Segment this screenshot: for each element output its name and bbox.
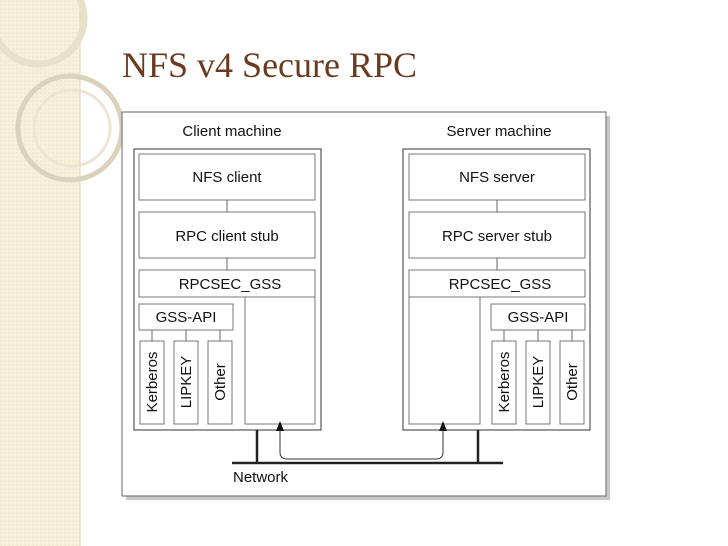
client-lipkey-box (173, 340, 199, 425)
rpc-client-stub-label: RPC client stub (175, 228, 278, 245)
rpc-client-stub-box (138, 211, 316, 259)
nfs-server-label: NFS server (459, 169, 535, 186)
client-arrowhead (276, 421, 284, 431)
server-other-box (559, 340, 585, 425)
server-rpcsec-gss-label: RPCSEC_GSS (449, 276, 552, 293)
server-machine-label: Server machine (446, 123, 551, 140)
server-other-label: Other (564, 363, 581, 401)
client-rpcsec-gss-extension (244, 296, 316, 425)
server-kerberos-box (491, 340, 517, 425)
server-gss-api-label: GSS-API (508, 309, 569, 326)
client-machine: NFS client RPC client stub RPCSEC_GSS GS… (133, 148, 322, 431)
server-rpcsec-gss-box (408, 269, 586, 298)
network-label: Network (233, 469, 289, 486)
server-arrowhead (439, 421, 447, 431)
server-lipkey-label: LIPKEY (530, 356, 547, 409)
rpc-server-stub-box (408, 211, 586, 259)
server-lipkey-box (525, 340, 551, 425)
decorative-ring-top (0, 0, 88, 68)
slide-title: NFS v4 Secure RPC (122, 45, 418, 85)
client-gss-api-box (138, 303, 234, 331)
nfs-client-label: NFS client (192, 169, 262, 186)
server-gss-api-box (490, 303, 586, 331)
decorative-ring-inner (32, 88, 112, 168)
rpc-message-path (279, 428, 444, 460)
client-rpcsec-gss-label: RPCSEC_GSS (179, 276, 282, 293)
client-other-box (207, 340, 233, 425)
network: Network (232, 421, 503, 486)
server-machine: NFS server RPC server stub RPCSEC_GSS GS… (402, 148, 591, 431)
client-kerberos-label: Kerberos (144, 352, 161, 413)
client-rpcsec-gss-box (138, 269, 316, 298)
client-kerberos-box (139, 340, 165, 425)
client-machine-label: Client machine (182, 123, 281, 140)
client-other-label: Other (212, 363, 229, 401)
nfs-server-box (408, 153, 586, 201)
client-gss-api-label: GSS-API (156, 309, 217, 326)
server-kerberos-label: Kerberos (496, 352, 513, 413)
server-rpcsec-gss-extension (408, 296, 481, 425)
client-lipkey-label: LIPKEY (178, 356, 195, 409)
rpc-server-stub-label: RPC server stub (442, 228, 552, 245)
